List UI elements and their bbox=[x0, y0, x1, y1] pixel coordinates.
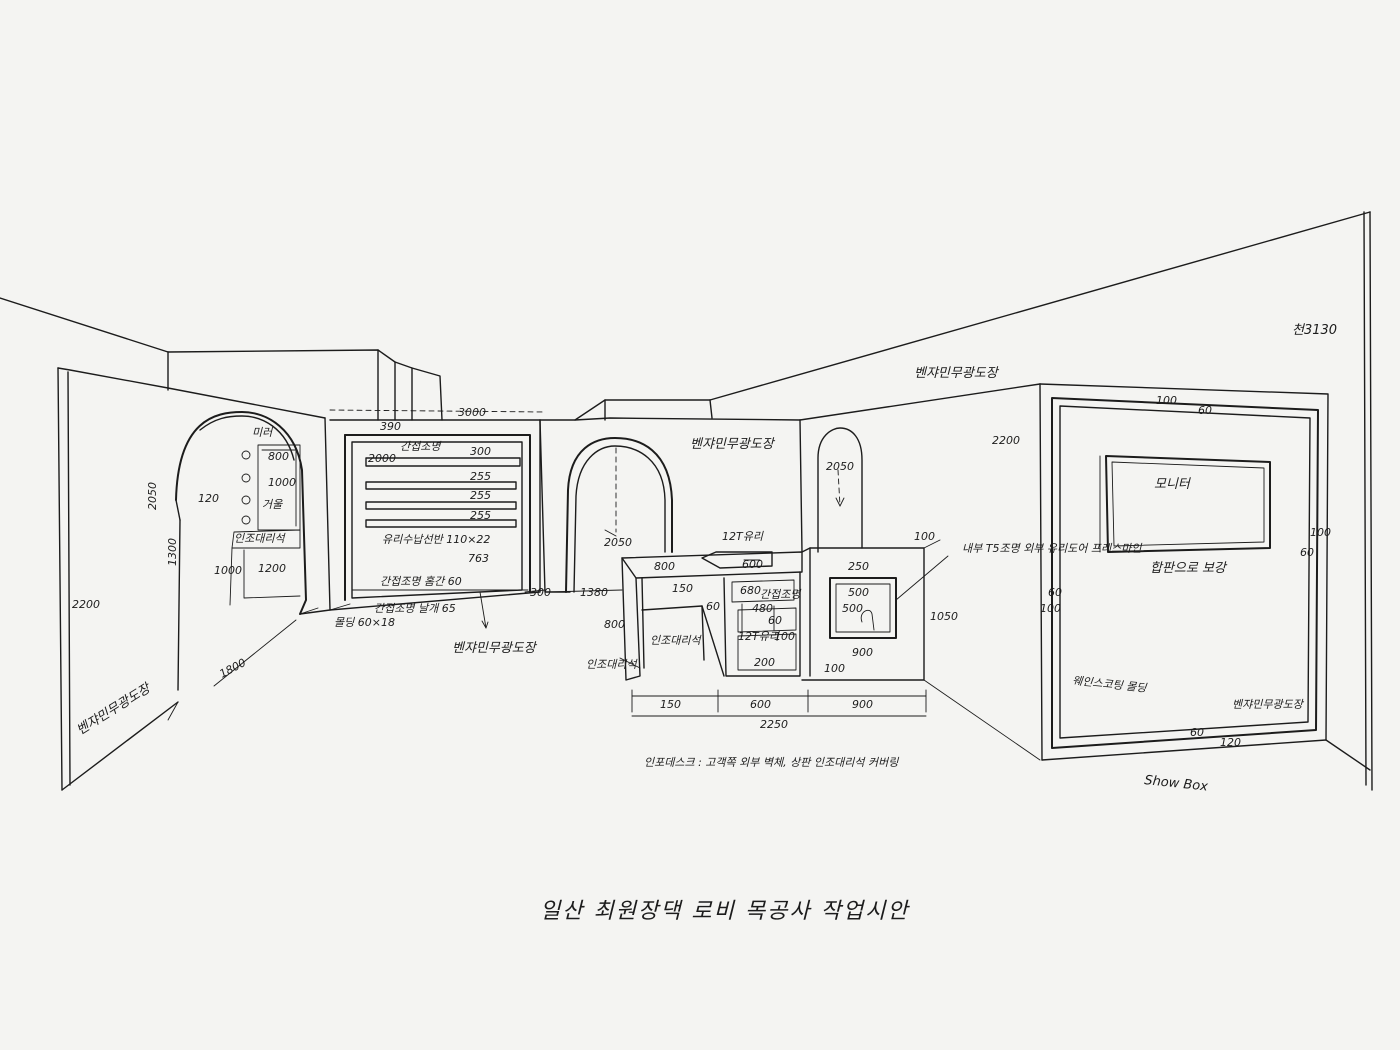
dim-250: 250 bbox=[848, 560, 869, 573]
dim-1000b: 1000 bbox=[214, 564, 242, 577]
dim-100b: 100 bbox=[824, 662, 845, 675]
dim-600: 600 bbox=[750, 698, 771, 711]
dim-255c: 255 bbox=[470, 509, 491, 522]
note-paint-cabinet: 벤쟈민무광도장 bbox=[452, 641, 538, 656]
dim-100c: 100 bbox=[1156, 394, 1177, 407]
showbox-label: Show Box bbox=[1144, 773, 1209, 795]
dim-800: 800 bbox=[268, 450, 289, 463]
note-ceiling-height: 천3130 bbox=[1292, 323, 1337, 338]
note-desk-inner: 간접조명 bbox=[760, 588, 802, 601]
note-paint-right-wall: 벤쟈민무광도장 bbox=[1232, 698, 1305, 711]
dim-100a: 100 bbox=[914, 530, 935, 543]
note-indirect-light-bottom: 간접조명 홈간 60 bbox=[380, 575, 462, 588]
dim-500b: 500 bbox=[842, 602, 863, 615]
dim-300b: 300 bbox=[530, 586, 551, 599]
dim-300: 300 bbox=[470, 445, 491, 458]
dim-255b: 255 bbox=[470, 489, 491, 502]
dim-680: 680 bbox=[740, 584, 761, 597]
dim-900b: 900 bbox=[852, 646, 873, 659]
dim-763: 763 bbox=[468, 552, 489, 565]
dim-60d: 60 bbox=[706, 600, 720, 613]
dim-100d: 100 bbox=[1040, 602, 1061, 615]
note-desk-material-2: 인조대리석 bbox=[586, 658, 638, 671]
dim-60f: 60 bbox=[768, 614, 782, 627]
dim-480: 480 bbox=[752, 602, 773, 615]
dim-600b: 600 bbox=[742, 558, 763, 571]
dim-1000: 1000 bbox=[268, 476, 296, 489]
dim-2050-right: 2050 bbox=[826, 460, 854, 473]
dimension-labels: 3000 390 2000 300 255 255 255 763 2200 2… bbox=[72, 394, 1331, 749]
dim-100e: 100 bbox=[1310, 526, 1331, 539]
dim-2200-right: 2200 bbox=[992, 434, 1020, 447]
note-t5-light: 내부 T5조명 외부 유리도어 프레스마인 bbox=[962, 542, 1142, 555]
dim-2000: 2000 bbox=[368, 452, 396, 465]
info-desk bbox=[621, 539, 1041, 761]
note-mirror: 거울 bbox=[262, 498, 283, 511]
ceiling-lines bbox=[0, 211, 1373, 791]
dim-800c: 800 bbox=[654, 560, 675, 573]
dim-120: 120 bbox=[198, 492, 219, 505]
dim-1050: 1050 bbox=[930, 610, 958, 623]
dim-1800: 1800 bbox=[217, 656, 248, 681]
dim-top-width: 3000 bbox=[458, 406, 486, 419]
note-niche: 인조대리석 bbox=[234, 532, 286, 545]
note-frame-molding: 웨인스코팅 몰딩 bbox=[1072, 674, 1148, 695]
dim-2050-left: 2050 bbox=[146, 482, 159, 510]
center-cabinet bbox=[329, 409, 546, 629]
note-desk-material-1: 인조대리석 bbox=[650, 634, 702, 647]
note-shelf: 유리수납선반 110×22 bbox=[382, 533, 490, 546]
dim-800b: 800 bbox=[604, 618, 625, 631]
dim-390: 390 bbox=[380, 420, 401, 433]
drawing-title: 일산 최원장댁 로비 목공사 작업시안 bbox=[540, 899, 910, 924]
dim-255a: 255 bbox=[470, 470, 491, 483]
note-molding-small: 몰딩 60×18 bbox=[334, 616, 395, 629]
dim-60e: 60 bbox=[1190, 726, 1204, 739]
note-paint-left-wall: 벤쟈민무광도장 bbox=[74, 680, 155, 738]
left-wall-panel bbox=[57, 351, 331, 791]
dim-1200: 1200 bbox=[258, 562, 286, 575]
right-wall-showbox bbox=[1039, 383, 1371, 771]
note-desk-panel: 12T유리 bbox=[738, 630, 780, 643]
dim-60c: 60 bbox=[1048, 586, 1062, 599]
dim-500a: 500 bbox=[848, 586, 869, 599]
dim-1300: 1300 bbox=[166, 538, 179, 566]
dim-100f: 100 bbox=[774, 630, 795, 643]
dim-120b: 120 bbox=[1220, 736, 1241, 749]
dim-2200-left: 2200 bbox=[72, 598, 100, 611]
note-monitor: 모니터 bbox=[1154, 477, 1192, 492]
dim-2050-mid: 2050 bbox=[604, 536, 632, 549]
note-indirect-light-top: 간접조명 bbox=[400, 440, 442, 453]
dim-900: 900 bbox=[852, 698, 873, 711]
dim-2250: 2250 bbox=[760, 718, 788, 731]
middle-wall bbox=[539, 383, 1041, 593]
dim-60b: 60 bbox=[1300, 546, 1314, 559]
note-footnote: 인포데스크 : 고객쪽 외부 벽체, 상판 인조대리석 커버링 bbox=[644, 756, 899, 769]
dim-150b: 150 bbox=[672, 582, 693, 595]
note-paint-center: 벤쟈민무광도장 bbox=[690, 437, 776, 452]
note-indirect-light-frame: 간접조명 날개 65 bbox=[374, 602, 456, 615]
dim-200: 200 bbox=[754, 656, 775, 669]
note-paint-top-right: 벤쟈민무광도장 bbox=[914, 366, 1000, 381]
note-plywood: 합판으로 보강 bbox=[1150, 561, 1228, 576]
floor-lines bbox=[167, 589, 641, 721]
dim-150: 150 bbox=[660, 698, 681, 711]
dim-1380: 1380 bbox=[580, 586, 608, 599]
note-desk-top: 12T유리 bbox=[722, 530, 764, 543]
dim-60a: 60 bbox=[1198, 404, 1212, 417]
note-mirror-top: 미러 bbox=[252, 426, 273, 439]
